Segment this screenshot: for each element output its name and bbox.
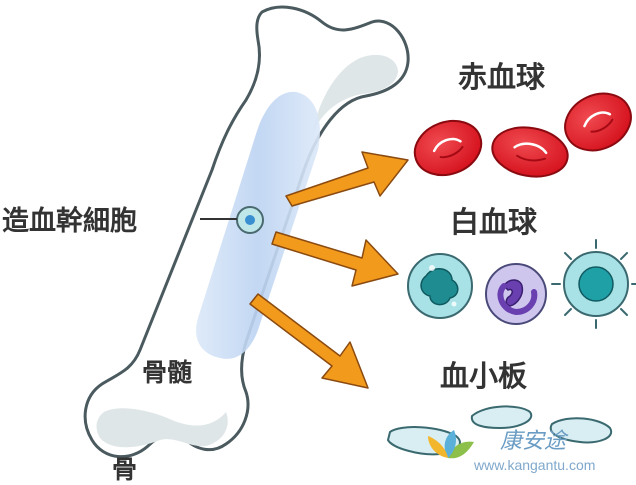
bone-label: 骨 bbox=[112, 455, 137, 484]
bone-shading-bottom bbox=[96, 408, 228, 448]
watermark-brand: 康安途 bbox=[500, 429, 569, 454]
white-blood-cell-icon bbox=[407, 253, 473, 319]
stem-cell-icon bbox=[236, 206, 264, 234]
bone-shading-top bbox=[312, 54, 398, 134]
white-blood-cell-icon bbox=[551, 239, 636, 329]
white-blood-cell-icon bbox=[485, 263, 547, 325]
red-blood-cell-icon bbox=[413, 119, 483, 177]
arrow-to-red-cells bbox=[285, 151, 409, 207]
stem-cell-label: 造血幹細胞 bbox=[2, 205, 137, 237]
red-cells-label: 赤血球 bbox=[458, 60, 546, 94]
platelet-icon bbox=[470, 405, 533, 430]
white-blood-cells bbox=[407, 239, 636, 329]
leaf-logo-icon bbox=[428, 430, 474, 459]
watermark: 康安途 www.kangantu.com bbox=[428, 429, 595, 473]
platelet-icon bbox=[549, 417, 613, 444]
red-blood-cell-icon bbox=[491, 126, 569, 178]
watermark-url: www.kangantu.com bbox=[473, 457, 595, 473]
arrow-to-platelets bbox=[249, 293, 369, 389]
red-blood-cells bbox=[413, 92, 632, 178]
white-cells-label: 白血球 bbox=[450, 205, 538, 239]
arrow-icon bbox=[249, 151, 409, 389]
marrow-label: 骨髄 bbox=[142, 358, 192, 387]
red-blood-cell-icon bbox=[564, 92, 632, 152]
platelets-label: 血小板 bbox=[440, 359, 528, 393]
arrow-to-white-cells bbox=[271, 231, 399, 287]
